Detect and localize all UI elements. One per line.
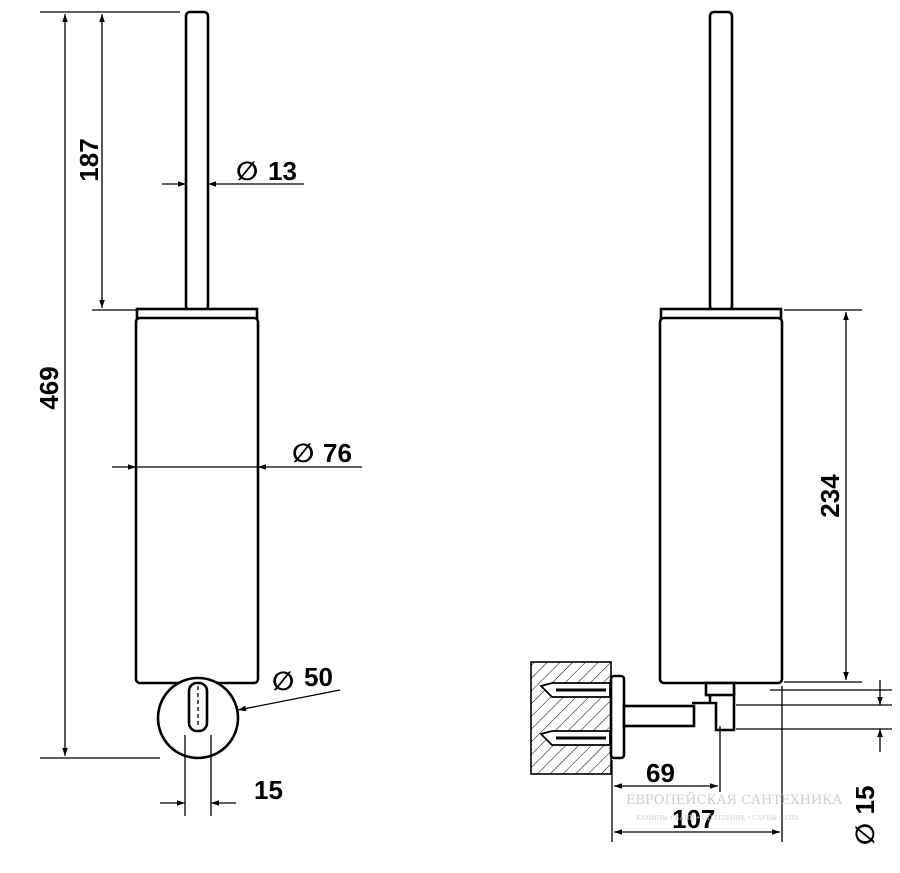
dim-wall-to-bracket: 69	[646, 758, 675, 788]
wall-screws	[539, 682, 611, 746]
container-body	[134, 316, 260, 685]
diameter-symbol: ∅	[850, 823, 880, 845]
dim-wall-plate-diameter: 50	[304, 662, 333, 692]
dim-handle-diameter: 13	[268, 156, 297, 186]
container-body-side	[658, 316, 784, 685]
dim-leader-wall-plate	[237, 689, 341, 712]
watermark-line2: КАМИНЫ • БАНИ • ОТОПЛЕНИЕ • САУНЫ • СПА	[636, 815, 799, 822]
side-view: 234 69 107 15 ∅	[530, 10, 892, 845]
handle-rod-side	[708, 10, 734, 312]
dim-stem-width: 15	[254, 775, 283, 805]
bracket-socket	[704, 681, 736, 697]
dim-handle-length: 187	[74, 138, 104, 181]
diameter-symbol: ∅	[236, 156, 258, 186]
diameter-symbol: ∅	[272, 666, 294, 696]
dim-total-height: 469	[34, 366, 64, 409]
front-view: 469 187 ∅ 13 ∅ 76 ∅ 50 15	[34, 10, 362, 816]
dim-container-height: 234	[815, 474, 845, 518]
dim-total-projection: 107	[672, 804, 715, 834]
diameter-symbol: ∅	[292, 438, 314, 468]
dim-container-diameter: 76	[323, 438, 352, 468]
watermark: ЕВРОПЕЙСКАЯ САНТЕХНИКА КАМИНЫ • БАНИ • О…	[626, 791, 842, 822]
watermark-line1: ЕВРОПЕЙСКАЯ САНТЕХНИКА	[626, 791, 842, 808]
handle-rod	[184, 10, 210, 312]
mounting-plate	[609, 674, 626, 760]
dim-bracket-diameter: 15	[850, 786, 880, 815]
bracket-arm	[622, 704, 696, 728]
wall-section	[530, 661, 612, 775]
